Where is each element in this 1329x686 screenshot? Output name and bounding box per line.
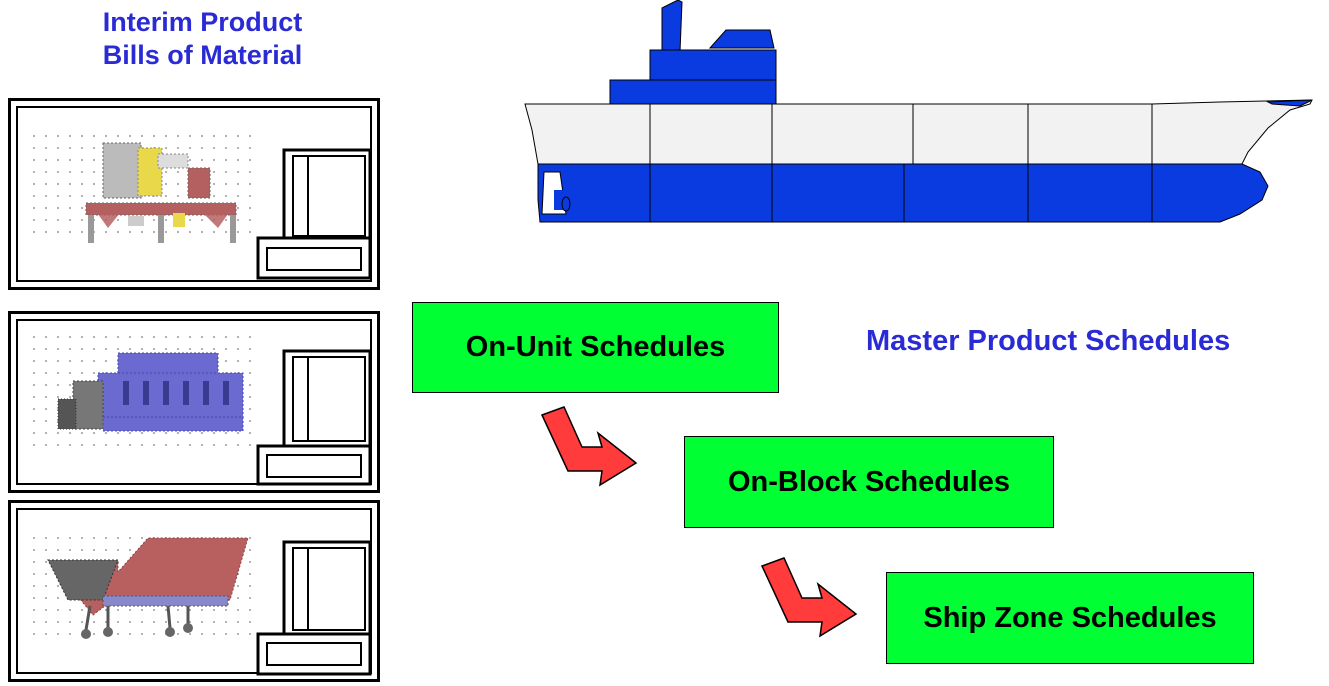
deck-machinery-drawing-icon bbox=[8, 98, 380, 290]
ship-zone-schedules-box: Ship Zone Schedules bbox=[886, 572, 1254, 664]
bom-title-line2: Bills of Material bbox=[102, 40, 303, 70]
bom-title-line1: Interim Product bbox=[102, 7, 303, 37]
engine-drawing-icon bbox=[8, 311, 380, 493]
ship-profile-icon bbox=[524, 0, 1313, 223]
on-unit-schedules-box: On-Unit Schedules bbox=[412, 302, 779, 393]
arrow-unit-to-block bbox=[540, 405, 640, 487]
bom-title: Interim Product Bills of Material bbox=[40, 6, 365, 72]
red-bent-arrow-icon bbox=[540, 406, 638, 487]
on-block-schedules-box: On-Block Schedules bbox=[684, 436, 1054, 528]
ship-profile bbox=[520, 0, 1320, 230]
bom-drawing-2 bbox=[8, 311, 380, 493]
red-bent-arrow-icon bbox=[760, 557, 858, 638]
arrow-block-to-zone bbox=[760, 556, 860, 638]
hull-unit-drawing-icon bbox=[8, 500, 380, 682]
bom-drawing-1 bbox=[8, 98, 380, 290]
bom-drawing-3 bbox=[8, 500, 380, 682]
master-title: Master Product Schedules bbox=[866, 325, 1231, 357]
